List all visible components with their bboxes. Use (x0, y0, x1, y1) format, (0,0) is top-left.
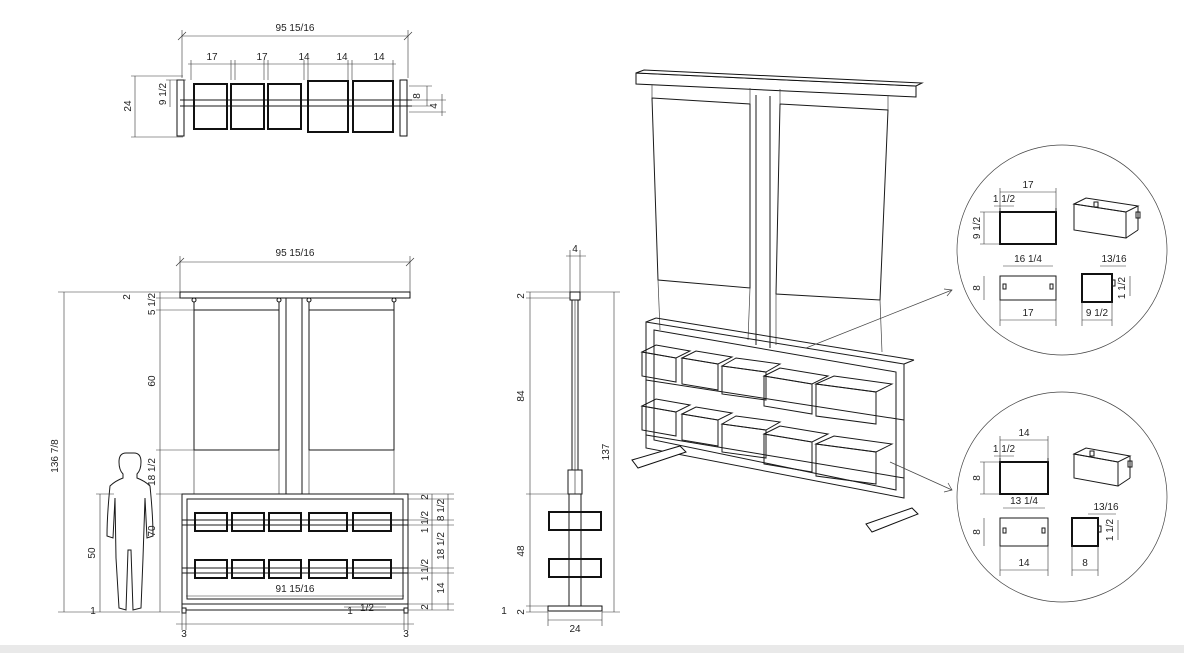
side-base-b: 2 (516, 609, 527, 615)
top-seg-5: 14 (373, 52, 385, 63)
front-overall-height: 136 7/8 (50, 439, 61, 473)
small-side-small: 1 1/2 (1105, 518, 1116, 541)
frame-dim-lower-box: 14 (436, 582, 447, 594)
side-top-width: 4 (572, 244, 578, 255)
side-overall-height: 137 (601, 443, 612, 460)
large-lip: 1 1/2 (993, 194, 1016, 205)
small-side-lip: 13/16 (1093, 502, 1118, 513)
front-base-offset: 1 (90, 606, 96, 617)
side-upper-height: 84 (516, 390, 527, 402)
frame-dim-lower-rail: 1 1/2 (420, 558, 431, 581)
person-height: 50 (87, 547, 98, 559)
front-bottom-small-b: 1/2 (360, 603, 374, 614)
top-view: 95 15/16 17 17 14 14 14 24 (123, 23, 446, 138)
side-top-bar: 2 (516, 293, 527, 299)
small-depth: 8 (972, 475, 983, 481)
front-top-bar: 2 (122, 294, 133, 300)
frame-dim-bottom: 2 (420, 604, 431, 610)
small-width: 14 (1018, 428, 1030, 439)
top-rail-a: 8 (412, 93, 423, 99)
small-height: 8 (972, 529, 983, 535)
perspective-view (631, 69, 953, 533)
front-view: 95 15/16 (50, 248, 454, 640)
large-side-width: 9 1/2 (1086, 308, 1109, 319)
small-lip: 1 1/2 (993, 444, 1016, 455)
small-bottom-width: 14 (1018, 558, 1030, 569)
large-bottom-width: 17 (1022, 308, 1034, 319)
detail-large-box: 17 1 1/2 9 1/2 16 1/4 8 17 13/1 (956, 144, 1168, 356)
side-base-a: 1 (501, 606, 507, 617)
front-hanger-gap: 5 1/2 (147, 292, 158, 315)
detail-small-box: 14 1 1/2 8 13 1/4 8 14 13/16 1 1/2 (956, 391, 1168, 603)
front-bottom-small-a: 1 (347, 606, 353, 617)
top-seg-4: 14 (336, 52, 348, 63)
front-panel-height: 60 (147, 375, 158, 387)
large-height: 8 (972, 285, 983, 291)
human-figure-icon (106, 452, 154, 611)
large-side-small: 1 1/2 (1117, 276, 1128, 299)
front-inner-width: 91 15/16 (276, 584, 315, 595)
frame-dim-gap: 18 1/2 (436, 532, 447, 560)
side-base-depth: 24 (569, 624, 581, 635)
large-width: 17 (1022, 180, 1034, 191)
top-seg-3: 14 (298, 52, 310, 63)
top-depth: 24 (123, 100, 134, 112)
front-foot-right: 3 (403, 629, 409, 640)
top-seg-2: 17 (256, 52, 268, 63)
side-lower-height: 48 (516, 545, 527, 557)
frame-dim-upper-box: 8 1/2 (436, 498, 447, 521)
footer-strip (0, 645, 1184, 653)
top-overall-width: 95 15/16 (276, 23, 315, 34)
small-inner-width: 13 1/4 (1010, 496, 1038, 507)
front-frame-height: 70 (147, 525, 158, 537)
large-side-lip: 13/16 (1101, 254, 1126, 265)
top-seg-1: 17 (206, 52, 218, 63)
large-depth: 9 1/2 (972, 216, 983, 239)
frame-dim-upper-rail: 1 1/2 (420, 510, 431, 533)
front-foot-left: 3 (181, 629, 187, 640)
front-overall-width: 95 15/16 (276, 248, 315, 259)
frame-dim-top: 2 (420, 494, 431, 500)
large-inner-width: 16 1/4 (1014, 254, 1042, 265)
side-view: 4 2 84 48 1 2 137 24 (501, 244, 620, 635)
top-box-depth: 9 1/2 (158, 82, 169, 105)
top-rail-b: 4 (429, 103, 440, 109)
small-side-width: 8 (1082, 558, 1088, 569)
front-cable-drop: 18 1/2 (147, 458, 158, 486)
